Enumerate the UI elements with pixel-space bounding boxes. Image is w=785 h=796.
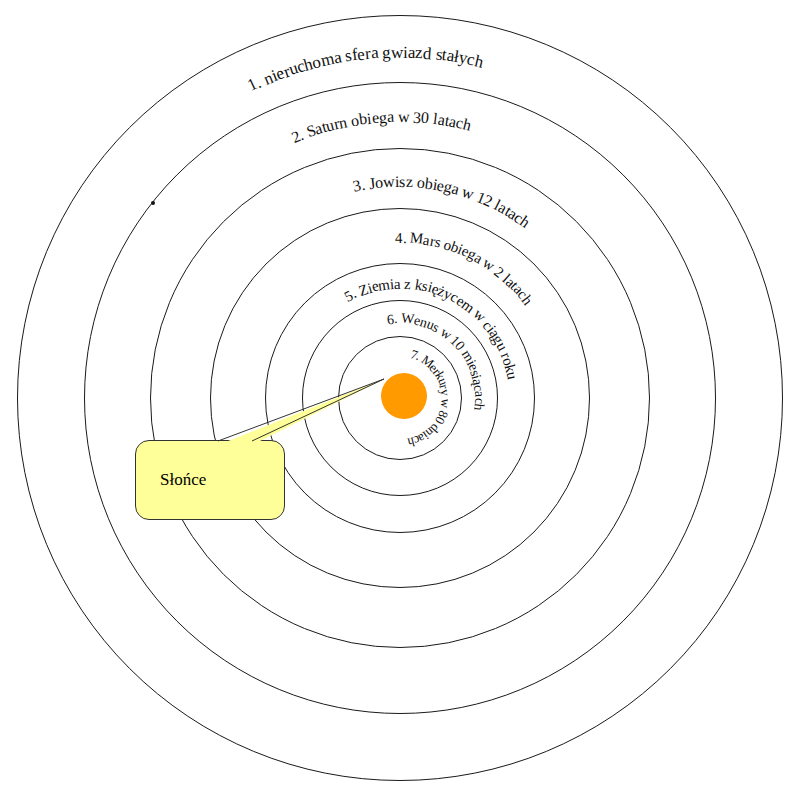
orbit-label: 4. Mars obiega w 2 latach [211,209,589,587]
label-glyph: w [383,174,395,191]
label-glyph: a [394,276,401,291]
callout-label: Słońce [160,470,206,490]
label-glyph: 6 [386,312,395,327]
label-glyph: i [395,174,400,190]
label-glyph: o [375,175,384,192]
ink-dot [151,201,155,205]
label-glyph: w [391,43,403,60]
label-glyph: M [409,231,424,247]
orbit-label: 7. Merkury w 80 dniach [339,337,461,459]
label-glyph: 3 [413,109,422,125]
orbit-label: 1. nieruchoma sfera gwiazd stałych [18,16,782,780]
label-glyph: a [472,391,486,398]
label-glyph: m [377,277,391,293]
label-glyph: i [403,43,408,60]
label-glyph: u [504,370,520,380]
orbit-label: 3. Jowisz obiega w 12 latach [151,149,649,647]
orbit-circle: 4. Mars obiega w 2 latach5. Ziemia z ksi… [210,208,590,588]
label-glyph: 0 [421,110,430,127]
pointer-outline [218,379,384,441]
orbit-circle: 7. Merkury w 80 dniach [338,336,462,460]
label-glyph: w [398,109,410,125]
orbit-circle: 6. Wenus w 10 miesiącach7. Merkury w 80 … [302,300,498,496]
label-glyph: g [378,109,387,125]
orbit-circle: 5. Ziemia z księżycem w ciągu roku6. Wen… [265,263,535,533]
label-glyph: z [405,174,413,190]
label-glyph: h [471,403,486,412]
callout-pointer [136,441,137,442]
label-glyph: w [439,398,453,409]
label-glyph: n [338,114,349,131]
label-glyph: w [460,184,476,203]
orbit-circle: 1. nieruchoma sfera gwiazd stałych2. Sat… [17,15,783,781]
label-glyph [394,109,398,125]
label-glyph: d [422,44,432,62]
label-glyph: a [408,44,416,61]
orbit-circle: 2. Saturn obiega w 30 latach3. Jowisz ob… [84,82,716,714]
label-glyph: . [360,177,367,193]
label-glyph: 4 [395,230,403,245]
label-glyph: a [370,44,379,62]
label-glyph: s [399,174,405,190]
sun-disc [381,373,427,419]
label-glyph: . [402,230,406,245]
pointer-fill [218,379,384,445]
orbit-circle: 3. Jowisz obiega w 12 latach4. Mars obie… [150,148,650,648]
label-glyph: g [382,44,391,61]
label-glyph: z [404,277,412,292]
label-glyph: y [439,388,453,396]
callout-box: Słońce [135,440,285,520]
label-glyph: . [394,312,398,326]
orbit-label: 5. Ziemia z księżycem w ciągu roku [266,264,534,532]
label-glyph: i [389,277,394,292]
label-glyph: z [415,44,423,61]
label-glyph: a [386,109,394,125]
